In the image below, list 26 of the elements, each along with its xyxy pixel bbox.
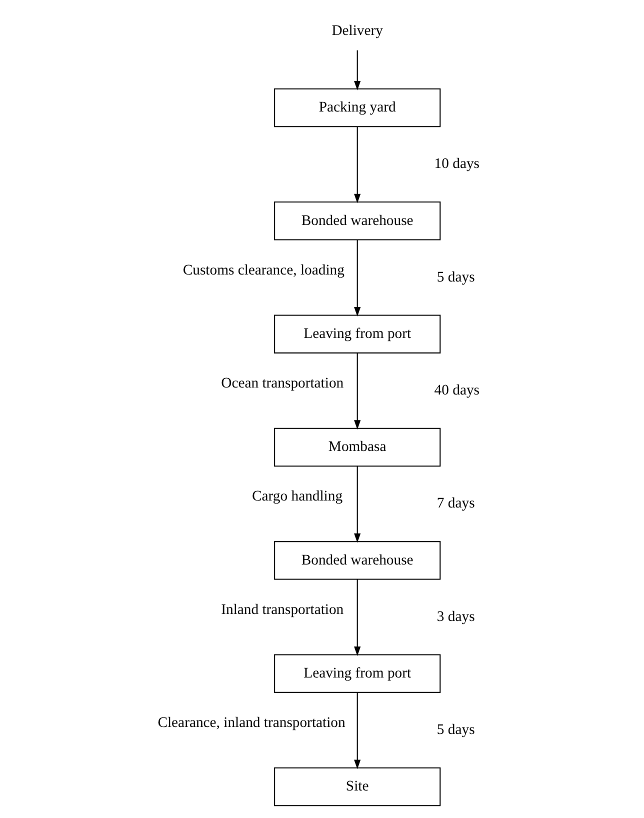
arrow <box>354 50 360 90</box>
label: 40 days <box>434 382 479 399</box>
label: 5 days <box>436 269 474 286</box>
edge-label: Inland transportation <box>220 602 344 618</box>
edge-label: Customs clearance, loading <box>182 262 344 278</box>
node-box: Leaving from port <box>274 314 440 354</box>
label: 10 days <box>434 156 479 172</box>
edge-label: Ocean transportation <box>220 375 344 392</box>
arrow <box>354 466 360 543</box>
arrow <box>354 352 360 430</box>
node-box: Mombasa <box>274 428 440 467</box>
edge-label: Cargo handling <box>252 488 342 505</box>
arrow <box>354 240 360 316</box>
label: 7 days <box>436 496 474 512</box>
node-box: Bonded warehouse <box>274 202 440 240</box>
arrow <box>354 692 360 770</box>
label: 5 days <box>436 722 474 738</box>
arrow <box>354 126 360 204</box>
node-box: Site <box>274 767 440 806</box>
edge-label: Clearance, inland transportation <box>157 714 345 731</box>
node-text: Delivery <box>331 23 382 40</box>
node-box: Packing yard <box>274 88 440 128</box>
node-box: Leaving from port <box>274 654 440 693</box>
label: 3 days <box>436 608 474 625</box>
node-box: Bonded warehouse <box>274 541 440 580</box>
arrow <box>354 579 360 656</box>
